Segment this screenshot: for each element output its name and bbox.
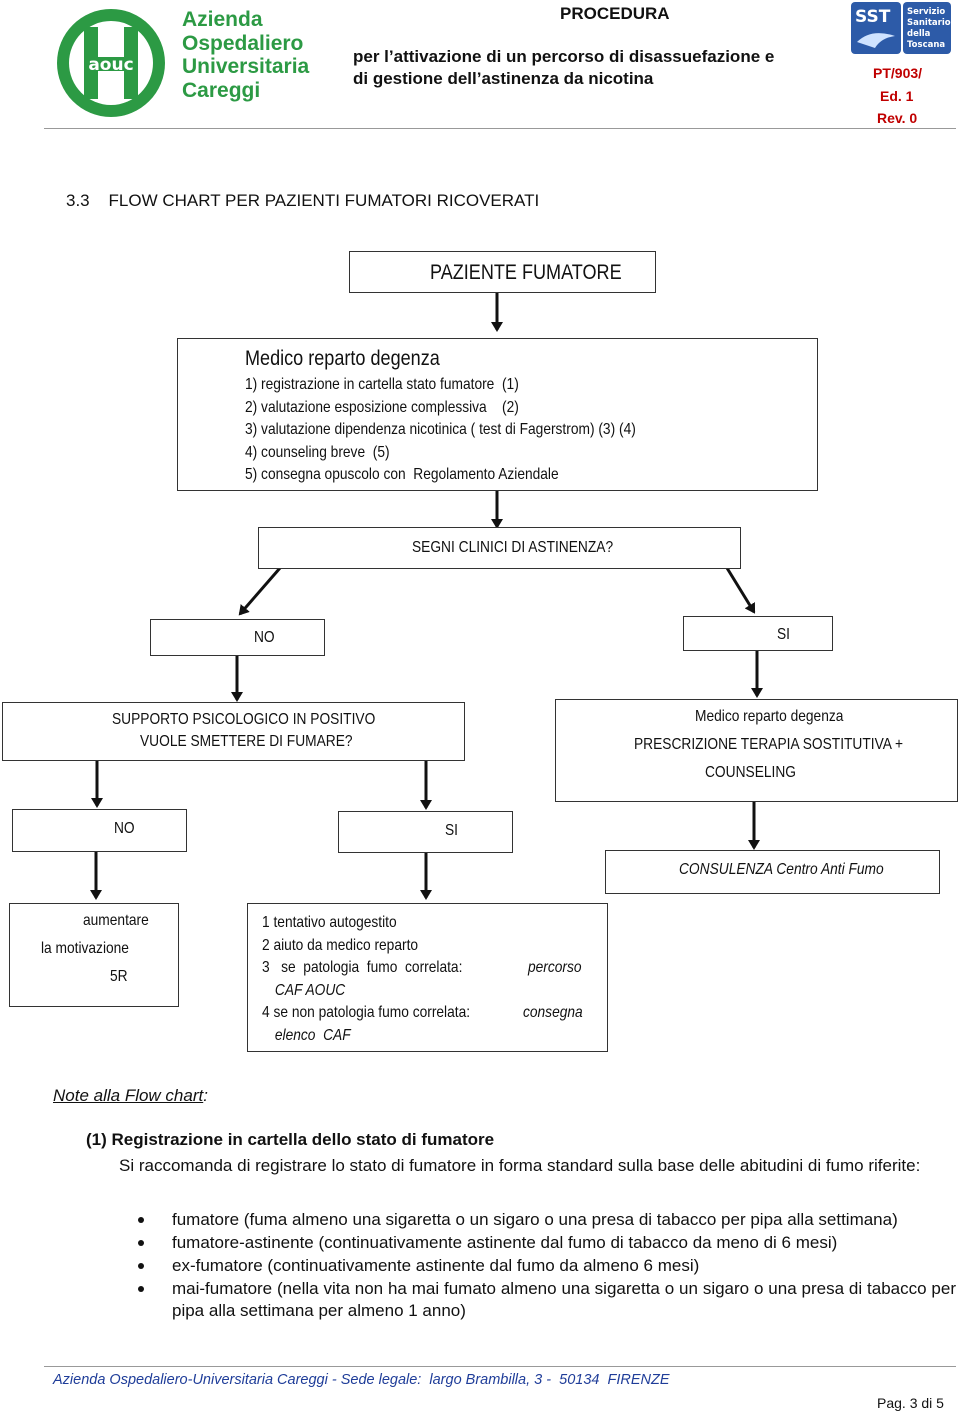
svg-text:Sanitario: Sanitario (907, 18, 951, 28)
consulenza-box: CONSULENZA Centro Anti Fumo (605, 850, 940, 894)
start-box: PAZIENTE FUMATORE (349, 251, 656, 293)
list-item: mai-fumatore (nella vita non ha mai fuma… (138, 1278, 956, 1322)
procedure-title: per l’attivazione di un percorso di disa… (353, 47, 775, 88)
supporto-box: SUPPORTO PSICOLOGICO IN POSITIVO VUOLE S… (2, 702, 465, 761)
aouc-logo: aouc (54, 7, 169, 120)
arrow-question-to-si (725, 567, 756, 614)
svg-text:della: della (907, 29, 931, 39)
si-box-2: SI (338, 811, 513, 853)
no-box-2: NO (12, 809, 187, 852)
header-divider (44, 128, 956, 129)
flowchart-connectors (90, 285, 763, 900)
aouc-logo-text: aouc (88, 55, 133, 75)
question-astinenza-box: SEGNI CLINICI DI ASTINENZA? (258, 527, 741, 569)
svg-text:SST: SST (855, 7, 891, 27)
list-item: fumatore-astinente (continuativamente as… (138, 1232, 956, 1254)
svg-text:Servizio: Servizio (907, 7, 945, 17)
svg-text:Toscana: Toscana (907, 40, 945, 50)
list-item: ex-fumatore (continuativamente astinente… (138, 1255, 956, 1277)
footer-address: Azienda Ospedaliero-Universitaria Caregg… (53, 1372, 670, 1388)
motivazione-box: aumentare la motivazione 5R (9, 903, 179, 1007)
medico-box: Medico reparto degenza 1) registrazione … (177, 338, 818, 491)
arrow-question-to-no (238, 567, 282, 616)
medico-title: Medico reparto degenza (245, 347, 440, 370)
medico-steps: 1) registrazione in cartella stato fumat… (245, 376, 636, 483)
document-code: PT/903/ Ed. 1 Rev. 0 (873, 65, 923, 126)
section-title: 3.3 FLOW CHART PER PAZIENTI FUMATORI RIC… (66, 191, 540, 210)
note-1-heading: (1) Registrazione in cartella dello stat… (86, 1130, 495, 1149)
note-1-text: Si raccomanda di registrare lo stato di … (119, 1156, 921, 1175)
footer-divider (44, 1366, 956, 1367)
prescrizione-box: Medico reparto degenza PRESCRIZIONE TERA… (555, 699, 958, 802)
procedure-label: PROCEDURA (560, 4, 670, 23)
si-box-1: SI (683, 616, 833, 651)
list-item: fumatore (fuma almeno una sigaretta o un… (138, 1209, 956, 1231)
sst-logo: SST Servizio Sanitario della Toscana (851, 2, 951, 56)
no-box-1: NO (150, 619, 325, 656)
notes-title: Note alla Flow chart: (53, 1086, 208, 1105)
organization-name: Azienda Ospedaliero Universitaria Caregg… (182, 8, 310, 102)
page-number: Pag. 3 di 5 (877, 1395, 944, 1411)
tentativo-box: 1 tentativo autogestito 2 aiuto da medic… (247, 903, 608, 1052)
smoker-status-list: fumatore (fuma almeno una sigaretta o un… (138, 1209, 956, 1323)
